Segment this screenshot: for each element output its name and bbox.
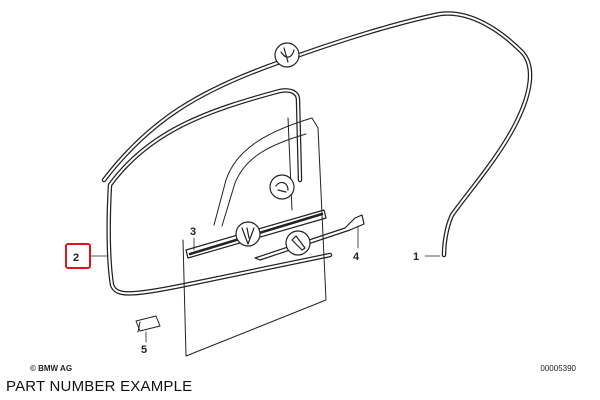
highlight-box <box>65 243 91 269</box>
detail-circle-clip-profile <box>269 174 295 200</box>
parts-diagram: 2 1 3 4 5 © BMW AG 00005390 <box>30 11 577 373</box>
copyright: © BMW AG <box>30 364 72 373</box>
callout-2[interactable]: 2 <box>73 252 79 264</box>
leader-lines <box>90 225 441 343</box>
detail-circles <box>235 42 311 256</box>
outer-seal <box>101 11 533 258</box>
detail-circle-seal-profile <box>274 42 300 68</box>
callout-4[interactable]: 4 <box>353 251 360 263</box>
caption: PART NUMBER EXAMPLE <box>6 378 193 395</box>
detail-circle-molding-profile <box>285 230 311 256</box>
callout-3[interactable]: 3 <box>190 226 196 238</box>
clip <box>135 315 161 333</box>
callout-5[interactable]: 5 <box>141 344 147 356</box>
inner-frame-seal <box>106 88 333 296</box>
image-number: 00005390 <box>540 364 576 373</box>
callout-1[interactable]: 1 <box>413 251 419 263</box>
side-molding <box>254 214 365 261</box>
